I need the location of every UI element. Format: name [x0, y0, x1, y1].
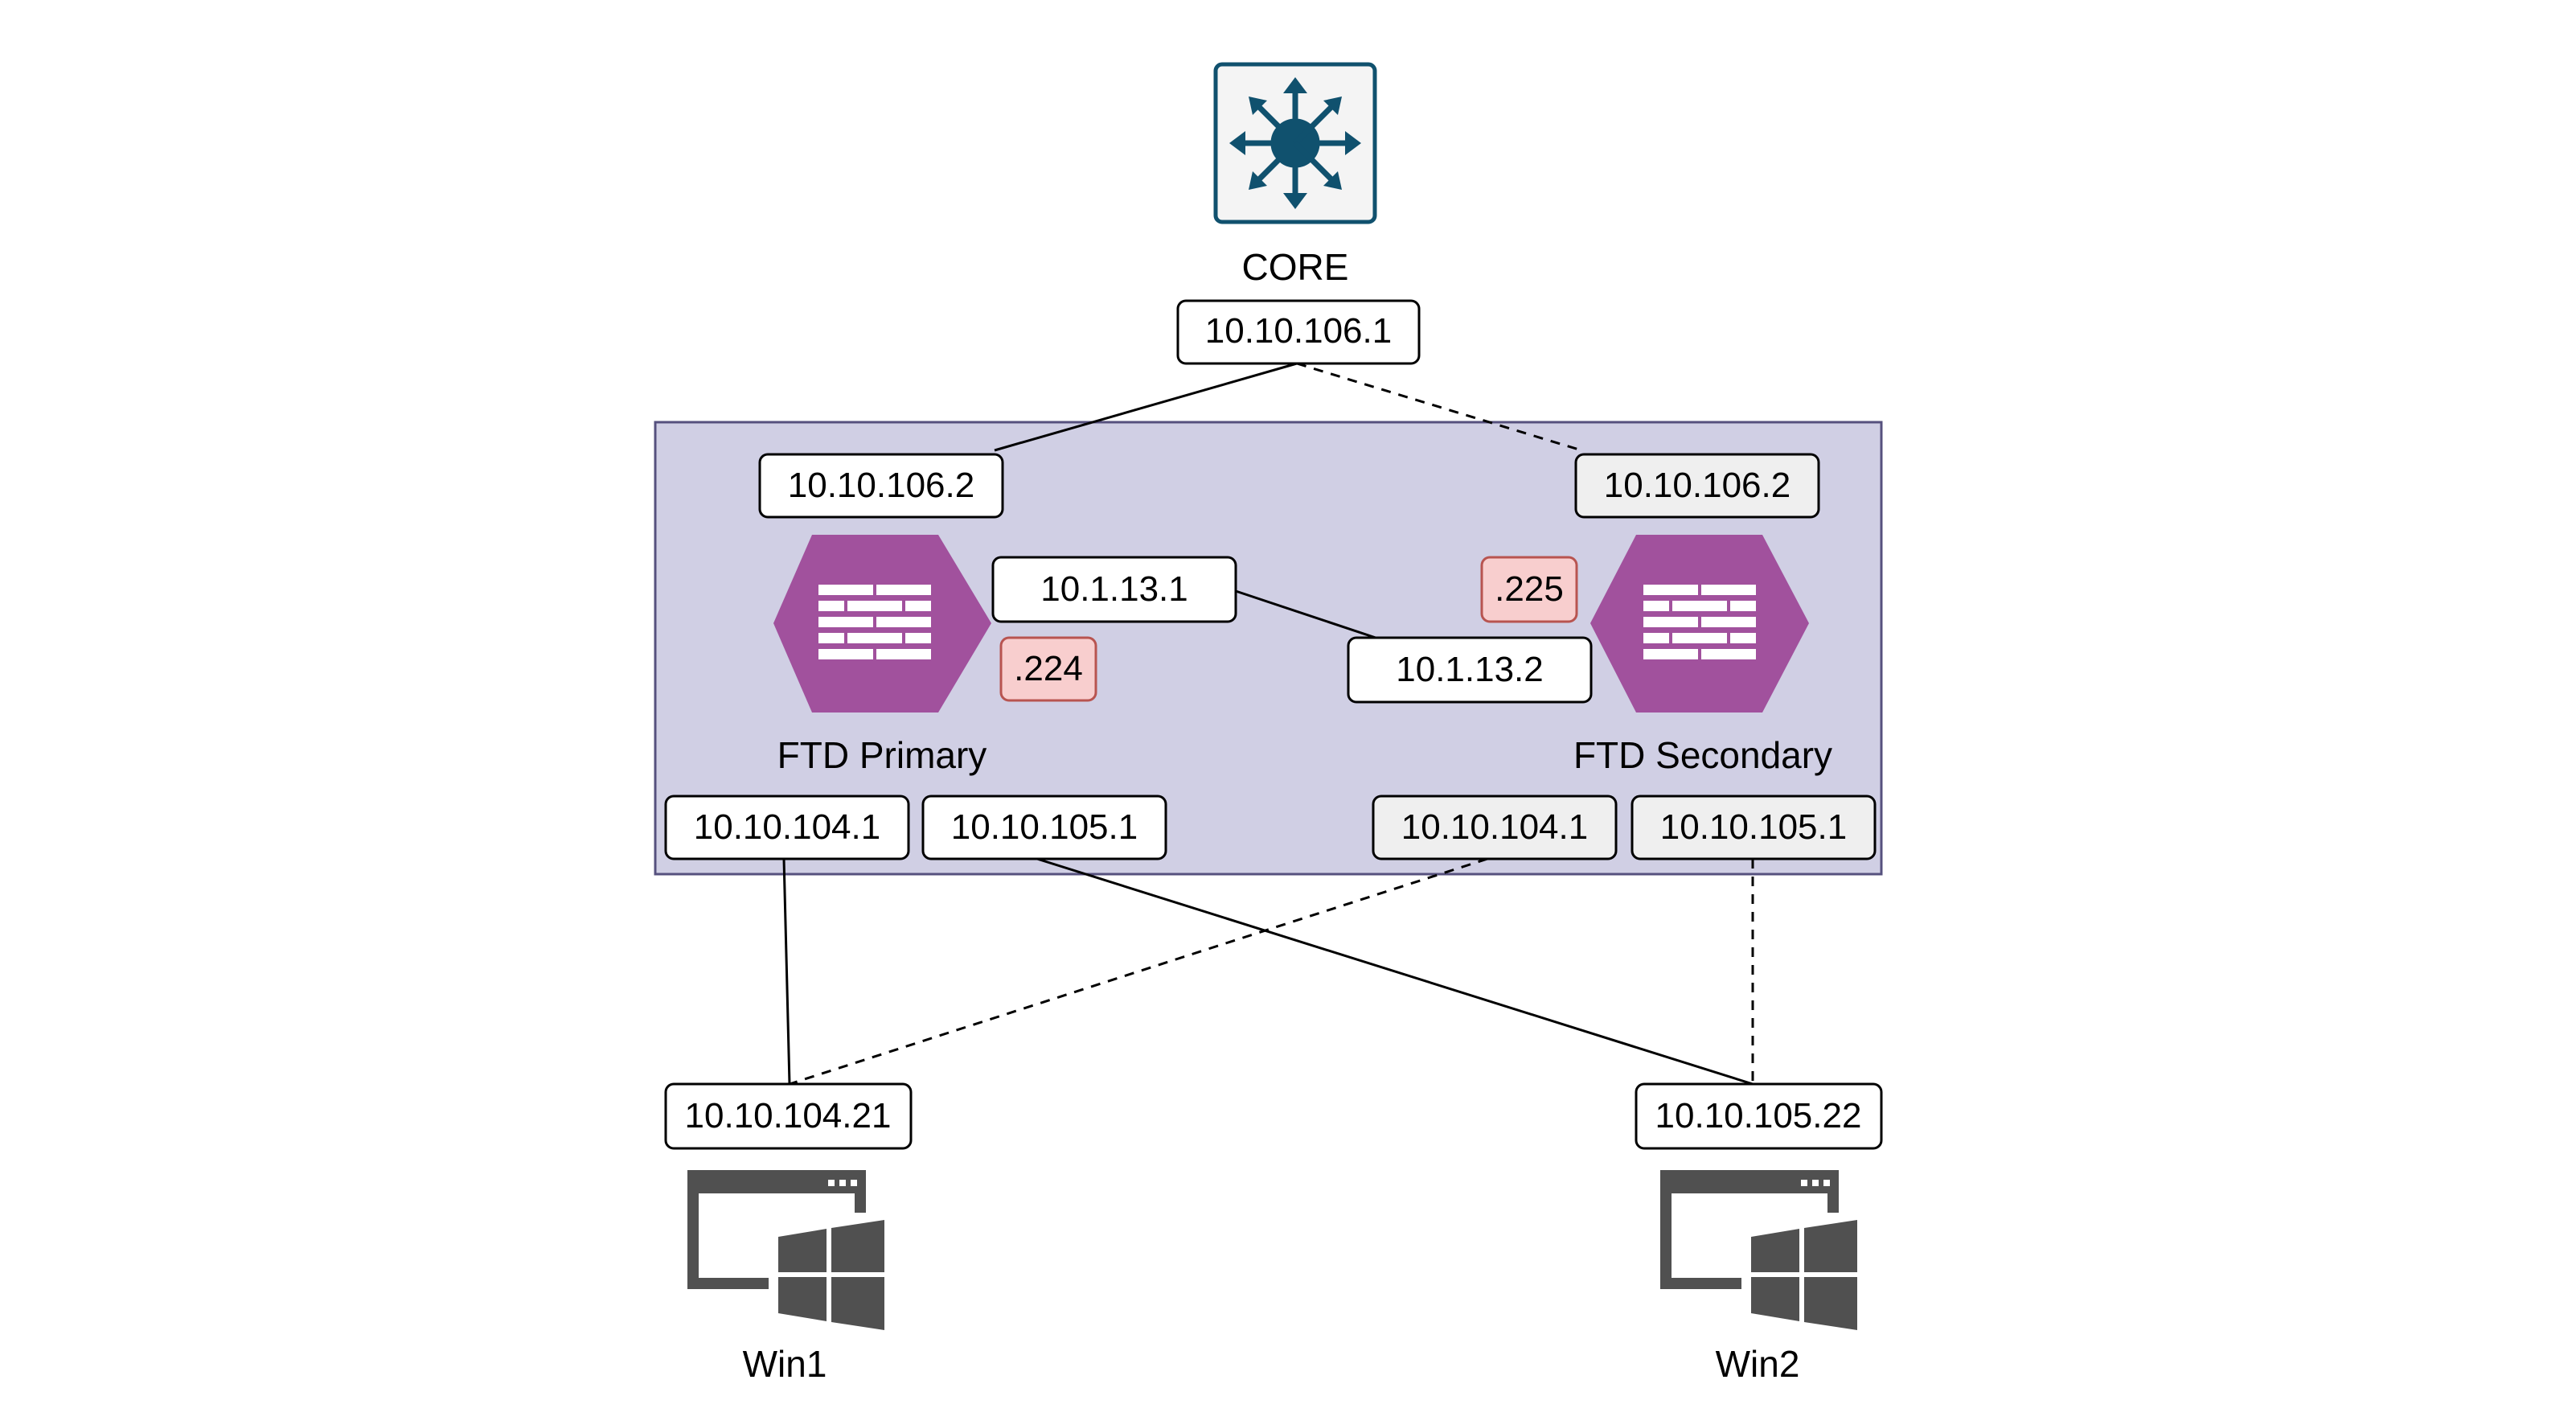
- win2-label: Win2: [1716, 1343, 1800, 1385]
- ftd-primary-firewall[interactable]: [773, 535, 991, 712]
- primary-failover-ip: 10.1.13.1: [1040, 569, 1188, 609]
- win1-ip-box[interactable]: 10.10.104.21: [664, 1082, 913, 1150]
- secondary-mgmt-ip: .225: [1495, 569, 1564, 609]
- layer3-switch-icon: [1229, 77, 1361, 209]
- windows-pc-icon[interactable]: [687, 1170, 889, 1333]
- primary-mgmt-badge[interactable]: .224: [999, 636, 1097, 702]
- primary-inside1-ip: 10.10.104.1: [694, 807, 880, 847]
- firewall-icon: [1590, 535, 1809, 712]
- links: [782, 362, 1754, 1086]
- win1-ip: 10.10.104.21: [685, 1096, 892, 1135]
- primary-inside2-ip: 10.10.105.1: [951, 807, 1138, 847]
- link-primary-inside2-win2: [1036, 857, 1754, 1086]
- link-secondary-inside1-win1: [789, 857, 1488, 1086]
- brick-wall-icon: [818, 585, 931, 659]
- secondary-inside2-ip: 10.10.105.1: [1660, 807, 1847, 847]
- primary-outside-ip: 10.10.106.2: [788, 466, 974, 505]
- primary-inside1-ip-box[interactable]: 10.10.104.1: [664, 795, 910, 860]
- link-primary-inside1-win1: [782, 858, 791, 1085]
- win2-ip: 10.10.105.22: [1655, 1096, 1862, 1135]
- ftd-secondary-label: FTD Secondary: [1573, 734, 1832, 776]
- link-core-primary-outside: [994, 362, 1298, 452]
- secondary-failover-ip-box[interactable]: 10.1.13.2: [1347, 636, 1593, 704]
- secondary-inside1-ip-box[interactable]: 10.10.104.1: [1372, 795, 1618, 860]
- secondary-inside1-ip: 10.10.104.1: [1401, 807, 1588, 847]
- core-ip: 10.10.106.1: [1205, 311, 1392, 351]
- link-core-secondary-outside: [1296, 362, 1582, 452]
- core-ip-box[interactable]: 10.10.106.1: [1176, 299, 1421, 365]
- primary-failover-ip-box[interactable]: 10.1.13.1: [991, 556, 1237, 623]
- primary-inside2-ip-box[interactable]: 10.10.105.1: [921, 795, 1167, 860]
- brick-wall-icon: [1643, 585, 1756, 659]
- secondary-inside2-ip-box[interactable]: 10.10.105.1: [1631, 795, 1877, 860]
- ftd-secondary-firewall[interactable]: [1590, 535, 1809, 712]
- secondary-failover-ip: 10.1.13.2: [1396, 650, 1544, 689]
- windows-pc-icon[interactable]: [1660, 1170, 1862, 1333]
- secondary-outside-ip-box[interactable]: 10.10.106.2: [1574, 453, 1820, 519]
- link-failover: [1235, 589, 1381, 641]
- core-label: CORE: [1242, 246, 1349, 288]
- core-switch[interactable]: [1213, 62, 1377, 224]
- secondary-outside-ip: 10.10.106.2: [1604, 466, 1790, 505]
- primary-mgmt-ip: .224: [1014, 649, 1083, 688]
- primary-outside-ip-box[interactable]: 10.10.106.2: [758, 453, 1004, 519]
- win2-ip-box[interactable]: 10.10.105.22: [1635, 1082, 1883, 1150]
- win1-label: Win1: [743, 1343, 827, 1385]
- secondary-mgmt-badge[interactable]: .225: [1480, 556, 1578, 623]
- ftd-primary-label: FTD Primary: [777, 734, 987, 776]
